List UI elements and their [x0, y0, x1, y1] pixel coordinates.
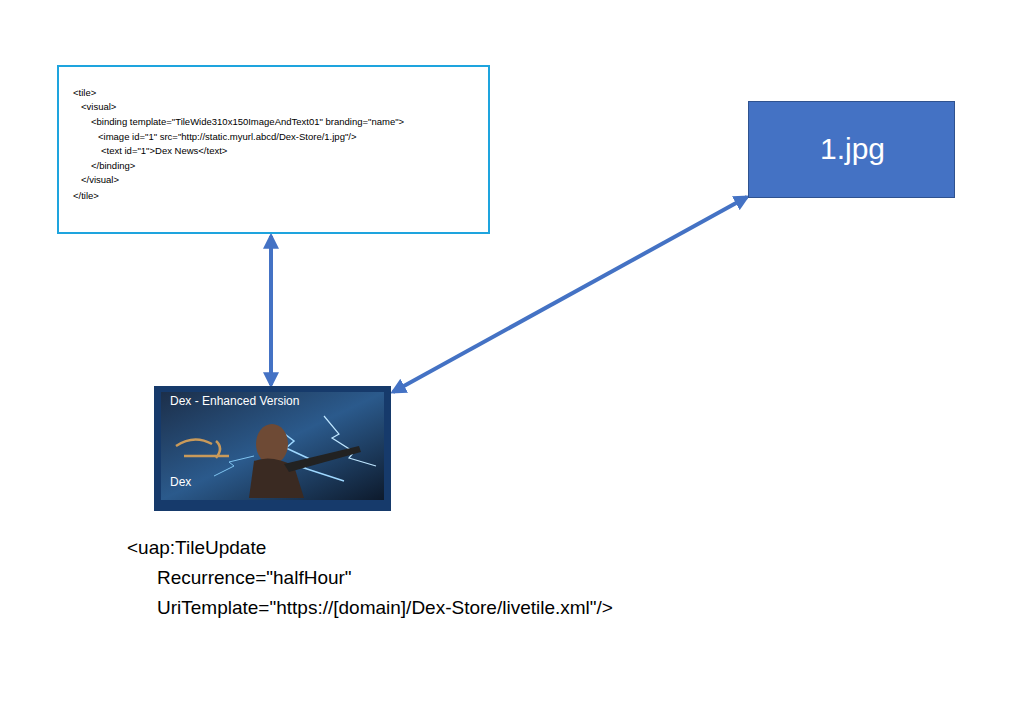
manifest-line: Recurrence="halfHour"	[157, 567, 352, 589]
live-tile: Dex - Enhanced VersionDex	[154, 386, 391, 511]
xml-box: <tile> <visual> <binding template="TileWid…	[57, 65, 490, 234]
code-line: <visual>	[81, 101, 116, 112]
code-line: <tile>	[73, 87, 96, 98]
tile-text: Dex - Enhanced Version	[170, 394, 299, 408]
code-line: <text id="1">Dex News</text>	[101, 145, 227, 156]
file-name: 1.jpg	[820, 131, 885, 167]
code-line: </visual>	[81, 174, 119, 185]
double-arrow	[269, 236, 273, 385]
code-line: </tile>	[73, 190, 99, 201]
tile-text: Dex	[170, 475, 191, 489]
code-line: <binding template="TileWide310x150ImageA…	[91, 116, 404, 127]
manifest-line: UriTemplate="https://[domain]/Dex-Store/…	[157, 597, 613, 619]
code-line: </binding>	[91, 160, 135, 171]
image-file-box: 1.jpg	[748, 101, 955, 198]
code-line: <image id="1" src="http://static.myurl.a…	[98, 131, 357, 142]
manifest-line: <uap:TileUpdate	[127, 537, 266, 559]
